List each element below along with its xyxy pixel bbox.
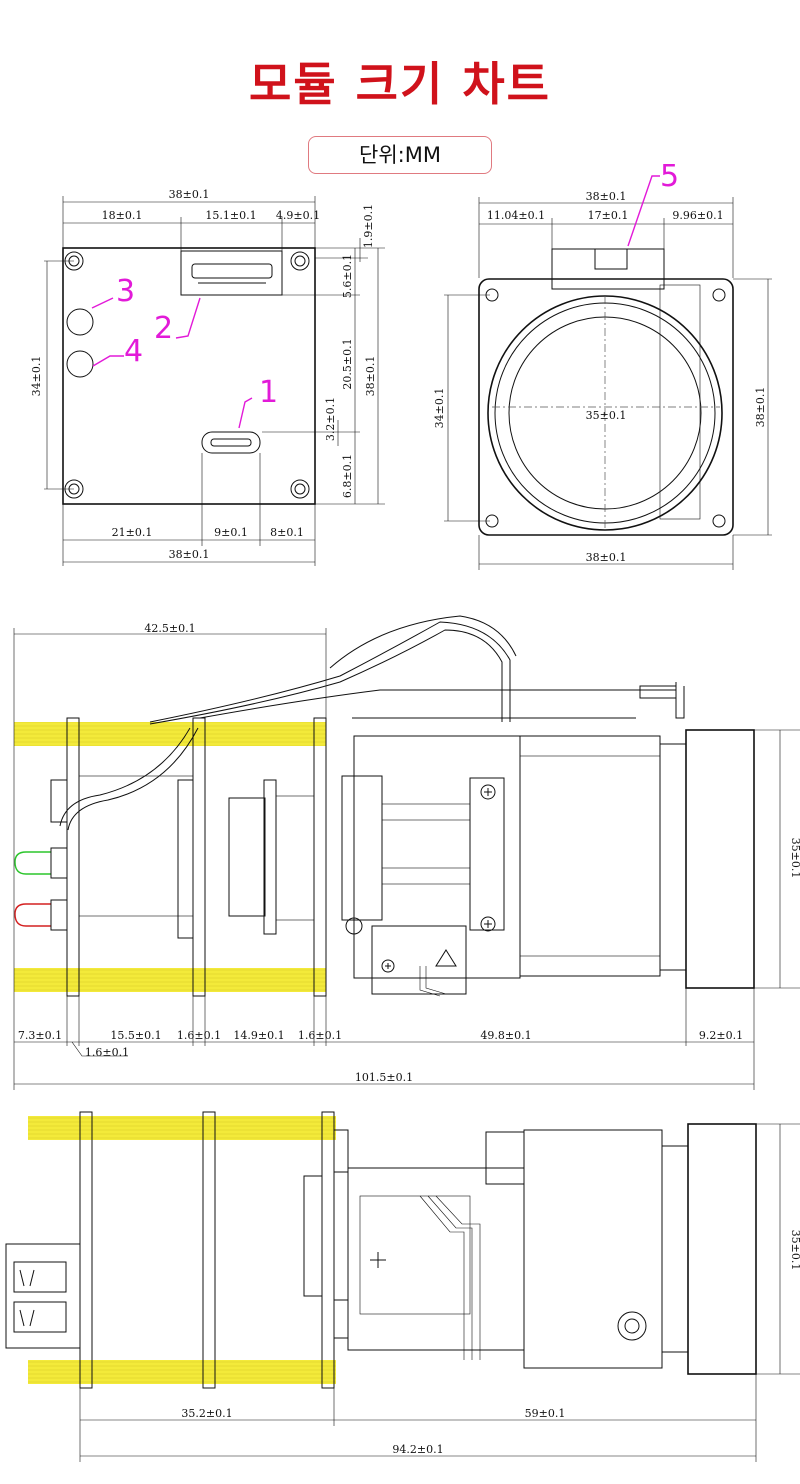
usb-c-port [201,431,261,454]
board-stripe [28,1360,336,1384]
rear-seg-4-9: 4.9±0.1 [276,209,320,222]
screw-icon [290,251,310,271]
led-red [14,903,51,927]
front-view: 38±0.1 11.04±0.1 17±0.1 9.96±0.1 34±0.1 … [433,159,772,570]
screw-icon [712,514,726,528]
front-lens-cap [685,729,755,989]
led-green [14,851,51,875]
rear-right-6-8: 6.8±0.1 [341,454,354,498]
rear-bot-9: 9±0.1 [214,526,248,539]
led-hole-3 [66,308,94,336]
board-stripe [14,968,326,992]
front-board [478,278,734,536]
pcb-plate [79,1111,93,1389]
side-seg-1-6c: 1.6±0.1 [298,1029,342,1042]
rear-seg-15-1: 15.1±0.1 [205,209,256,222]
callout-1: 1 [259,375,278,410]
side-seg-14-9: 14.9±0.1 [233,1029,284,1042]
pcb-plate [321,1111,335,1389]
side-seg-1-6a: 1.6±0.1 [85,1046,129,1059]
front-left-34: 34±0.1 [433,388,446,429]
pcb-plate [313,717,327,997]
top-view: 35±0.1 35.2±0.1 59±0.1 94.2±0.1 [5,1111,800,1462]
side-right-35: 35±0.1 [789,838,800,879]
screw-icon [480,784,496,800]
front-seg-9-96: 9.96±0.1 [672,209,723,222]
page-title: 모듈 크기 차트 [249,57,551,111]
rear-top-width: 38±0.1 [169,188,210,201]
pcb-plate [192,717,206,997]
screw-icon [370,1252,386,1268]
rear-view: 38±0.1 18±0.1 15.1±0.1 4.9±0.1 1.9±0.1 5… [30,188,385,566]
side-seg-15-5: 15.5±0.1 [110,1029,161,1042]
led-hole-4 [66,350,94,378]
front-right-38: 38±0.1 [754,387,767,428]
top-seg-35-2: 35.2±0.1 [181,1407,232,1420]
rear-right-38: 38±0.1 [364,356,377,397]
lens-barrel [519,735,661,977]
rear-right-5-6: 5.6±0.1 [341,254,354,298]
top-seg-59: 59±0.1 [525,1407,566,1420]
focus-motor-body [353,735,521,979]
rear-bot-8: 8±0.1 [270,526,304,539]
callout-3: 3 [116,274,135,309]
side-total: 101.5±0.1 [355,1071,413,1084]
side-seg-9-2: 9.2±0.1 [699,1029,743,1042]
screw-icon [381,959,395,973]
side-seg-7-3: 7.3±0.1 [18,1029,62,1042]
pcb-plate [202,1111,216,1389]
usb-connector [5,1243,81,1349]
rear-right-3-2: 3.2±0.1 [324,397,337,441]
screw-icon [290,479,310,499]
screw-icon [480,916,496,932]
unit-label: 단위:MM [359,143,441,167]
pcb-plate [66,717,80,997]
fpc-connector [180,250,283,296]
front-seg-17: 17±0.1 [588,209,629,222]
rear-board [62,247,316,505]
side-top-42-5: 42.5±0.1 [144,622,195,635]
top-right-35: 35±0.1 [789,1230,800,1271]
board-stripe [14,722,326,746]
rear-right-1-9: 1.9±0.1 [362,204,375,248]
front-lens-cap [687,1123,757,1375]
callout-2: 2 [154,311,173,346]
front-lens-35: 35±0.1 [586,409,627,422]
screw-icon [712,288,726,302]
front-bottom-width: 38±0.1 [586,551,627,564]
side-seg-49-8: 49.8±0.1 [480,1029,531,1042]
board-stripe [28,1116,336,1140]
callout-4: 4 [124,334,143,369]
side-view: 42.5±0.1 35±0.1 7.3±0.1 1.6±0.1 15.5±0.1… [13,615,800,1090]
callout-5: 5 [660,159,679,194]
rear-bot-21: 21±0.1 [112,526,153,539]
rear-seg-18: 18±0.1 [102,209,143,222]
front-top-width: 38±0.1 [586,190,627,203]
rear-bottom-width: 38±0.1 [169,548,210,561]
unit-badge: 단위:MM [308,136,492,174]
rear-left-34: 34±0.1 [30,356,43,397]
focus-knob [617,1311,647,1341]
top-total: 94.2±0.1 [392,1443,443,1456]
side-seg-1-6b: 1.6±0.1 [177,1029,221,1042]
front-seg-11-04: 11.04±0.1 [487,209,545,222]
rear-right-20-5: 20.5±0.1 [341,338,354,389]
